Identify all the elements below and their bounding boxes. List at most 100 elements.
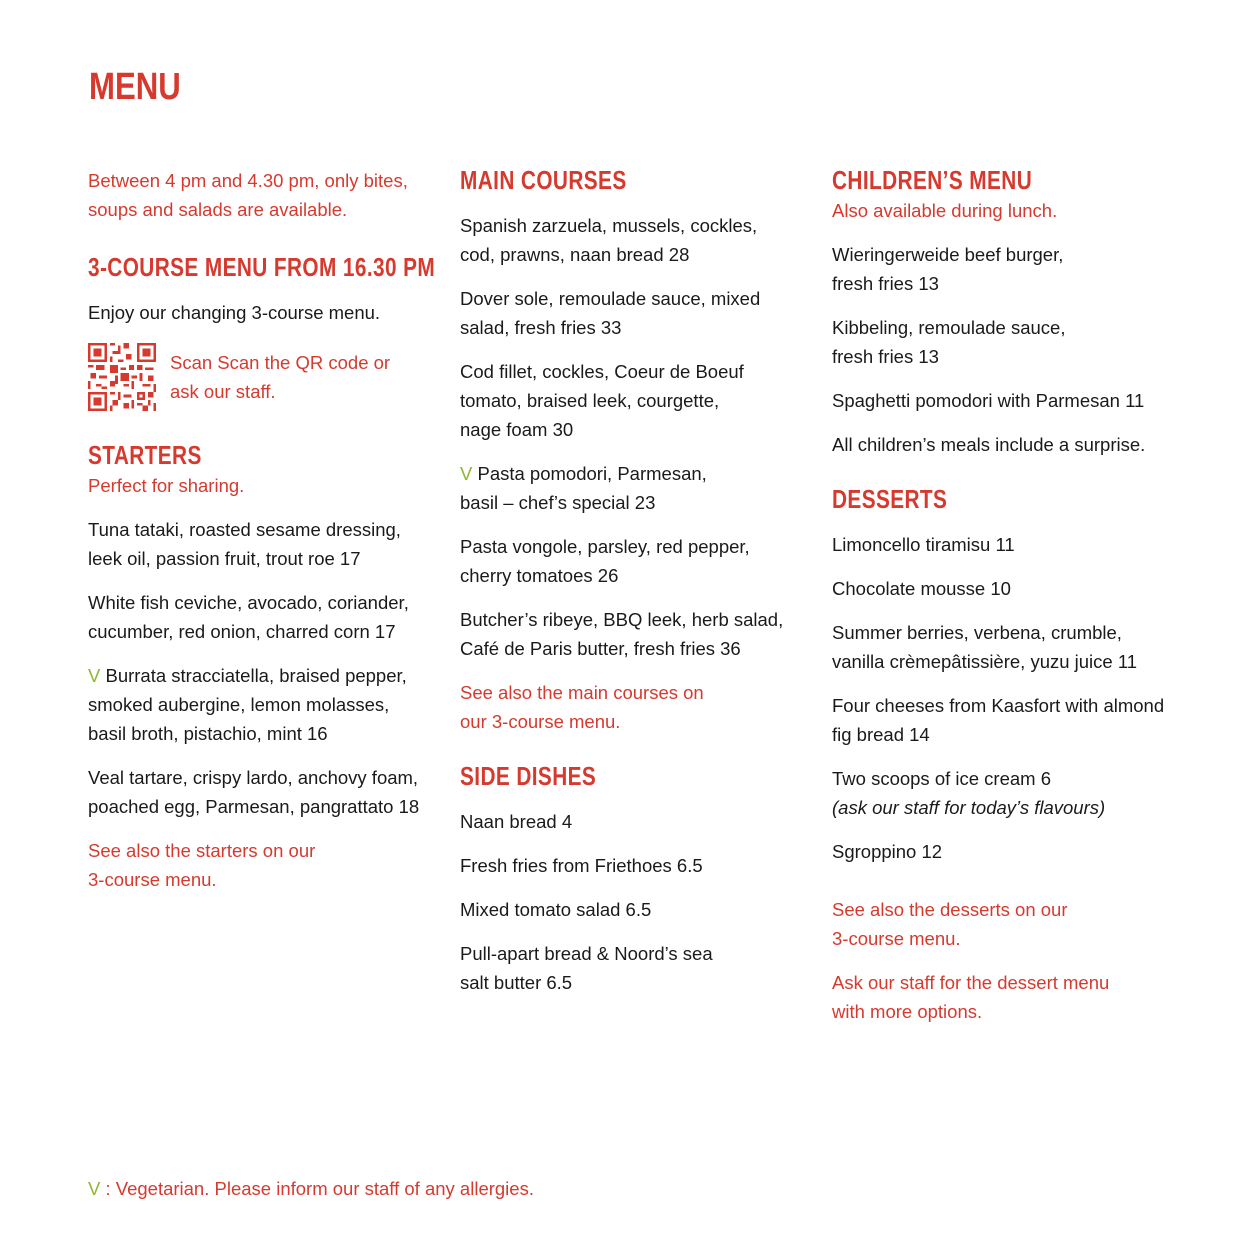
main-courses-note: See also the main courses on our 3-cours…	[460, 678, 810, 736]
side-dishes-heading: SIDE DISHES	[460, 761, 597, 791]
menu-item: Mixed tomato salad 6.5	[460, 895, 810, 924]
menu-item: Naan bread 4	[460, 807, 810, 836]
desserts-note: See also the desserts on our 3-course me…	[832, 895, 1192, 953]
menu-item-line: salt butter 6.5	[460, 972, 573, 993]
starters-subtitle: Perfect for sharing.	[88, 475, 245, 496]
menu-item: Spaghetti pomodori with Parmesan 11	[832, 386, 1192, 415]
menu-item: Tuna tataki, roasted sesame dressing, lee…	[88, 515, 438, 573]
vegetarian-mark: V	[460, 463, 473, 484]
menu-item-line: Veal tartare, crispy lardo, anchovy foam…	[88, 767, 419, 788]
vegetarian-mark: V	[88, 1178, 101, 1199]
menu-item-line: vanilla crèmepâtissière, yuzu juice 11	[832, 651, 1138, 672]
column-middle: MAIN COURSES Spanish zarzuela, mussels, …	[460, 166, 810, 1012]
menu-item: Sgroppino 12	[832, 837, 1192, 866]
menu-item: Pull-apart bread & Noord’s sea salt butte…	[460, 939, 810, 997]
menu-item-line: basil broth, pistachio, mint 16	[88, 723, 328, 744]
note-line: See also the desserts on our	[832, 899, 1068, 920]
menu-item: White fish ceviche, avocado, coriander, c…	[88, 588, 438, 646]
menu-item-line: Four cheeses from Kaasfort with almond	[832, 695, 1165, 716]
menu-item-line: tomato, braised leek, courgette,	[460, 390, 720, 411]
menu-item-line: salad, fresh fries 33	[460, 317, 622, 338]
menu-item-line: Kibbeling, remoulade sauce,	[832, 317, 1066, 338]
starters-list: Tuna tataki, roasted sesame dressing, lee…	[88, 515, 438, 821]
menu-item: Fresh fries from Friethoes 6.5	[460, 851, 810, 880]
menu-item-line: cherry tomatoes 26	[460, 565, 619, 586]
qr-instruction: Scan Scan the QR code or ask our staff.	[170, 348, 390, 406]
note-line: our 3-course menu.	[460, 711, 621, 732]
menu-item-line: Chocolate mousse 10	[832, 578, 1011, 599]
qr-code-icon[interactable]	[88, 343, 156, 411]
childrens-menu-list: Wieringerweide beef burger,fresh fries 1…	[832, 240, 1192, 459]
menu-item-line: Spanish zarzuela, mussels, cockles,	[460, 215, 758, 236]
menu-item: Chocolate mousse 10	[832, 574, 1192, 603]
menu-item-line: White fish ceviche, avocado, coriander,	[88, 592, 409, 613]
menu-item-line: Spaghetti pomodori with Parmesan 11	[832, 390, 1145, 411]
menu-item-line: fresh fries 13	[832, 273, 939, 294]
note-line: Ask our staff for the dessert menu	[832, 972, 1110, 993]
menu-item: Kibbeling, remoulade sauce, fresh fries 1…	[832, 313, 1192, 371]
menu-item-line: leek oil, passion fruit, trout roe 17	[88, 548, 361, 569]
three-course-heading: 3-COURSE MENU FROM 16.30 PM	[88, 252, 436, 282]
side-dishes-list: Naan bread 4 Fresh fries from Friethoes 6…	[460, 807, 810, 997]
note-line: 3-course menu.	[88, 869, 217, 890]
menu-item: Dover sole, remoulade sauce, mixed salad,…	[460, 284, 810, 342]
childrens-menu-heading: CHILDREN’S MENU	[832, 165, 1033, 195]
menu-item-line: Tuna tataki, roasted sesame dressing,	[88, 519, 401, 540]
intro-note: Between 4 pm and 4.30 pm, only bites, so…	[88, 166, 438, 224]
starters-note: See also the starters on our 3-course me…	[88, 836, 438, 894]
menu-item-line: cucumber, red onion, charred corn 17	[88, 621, 396, 642]
menu-item-line: fresh fries 13	[832, 346, 939, 367]
menu-item-line: basil – chef’s special 23	[460, 492, 656, 513]
menu-item-line: Summer berries, verbena, crumble,	[832, 622, 1122, 643]
menu-item: Limoncello tiramisu 11	[832, 530, 1192, 559]
menu-item: V Pasta pomodori, Parmesan, basil – chef’…	[460, 459, 810, 517]
menu-item: Wieringerweide beef burger,fresh fries 1…	[832, 240, 1192, 298]
note-line: 3-course menu.	[832, 928, 961, 949]
menu-item: All children’s meals include a surprise.	[832, 430, 1192, 459]
menu-item-line: cod, prawns, naan bread 28	[460, 244, 690, 265]
menu-item: Two scoops of ice cream 6(ask our staff …	[832, 764, 1192, 822]
menu-item: Butcher’s ribeye, BBQ leek, herb salad, C…	[460, 605, 810, 663]
menu-item-line: Butcher’s ribeye, BBQ leek, herb salad,	[460, 609, 784, 630]
footer-note: V : Vegetarian. Please inform our staff …	[88, 1174, 534, 1203]
desserts-heading: DESSERTS	[832, 484, 948, 514]
menu-item-line: Pull-apart bread & Noord’s sea	[460, 943, 713, 964]
menu-item-line: Limoncello tiramisu 11	[832, 534, 1015, 555]
column-right: CHILDREN’S MENU Also available during lu…	[832, 166, 1192, 1026]
three-course-text: Enjoy our changing 3-course menu.	[88, 302, 381, 323]
menu-item-line: Dover sole, remoulade sauce, mixed	[460, 288, 761, 309]
menu-item-line: Cod fillet, cockles, Coeur de Boeuf	[460, 361, 744, 382]
menu-item-line: Café de Paris butter, fresh fries 36	[460, 638, 741, 659]
qr-section: Scan Scan the QR code or ask our staff.	[88, 343, 438, 411]
menu-item: Cod fillet, cockles, Coeur de Boeuf tomat…	[460, 357, 810, 444]
menu-item-line: Naan bread 4	[460, 811, 573, 832]
menu-item: Summer berries, verbena, crumble, vanilla…	[832, 618, 1192, 676]
childrens-menu-subtitle: Also available during lunch.	[832, 200, 1058, 221]
vegetarian-mark: V	[88, 665, 101, 686]
menu-item: V Burrata stracciatella, braised pepper,…	[88, 661, 438, 748]
starters-heading: STARTERS	[88, 440, 202, 470]
menu-item: Spanish zarzuela, mussels, cockles, cod, …	[460, 211, 810, 269]
note-line: See also the starters on our	[88, 840, 316, 861]
menu-item-line: Mixed tomato salad 6.5	[460, 899, 652, 920]
menu-item-line: All children’s meals include a surprise.	[832, 434, 1146, 455]
footer-text: : Vegetarian. Please inform our staff of…	[100, 1178, 534, 1199]
menu-item-note: (ask our staff for today’s flavours)	[832, 797, 1106, 818]
main-courses-heading: MAIN COURSES	[460, 165, 627, 195]
note-line: See also the main courses on	[460, 682, 704, 703]
menu-item-line: smoked aubergine, lemon molasses,	[88, 694, 390, 715]
dessert-menu-note: Ask our staff for the dessert menu with …	[832, 968, 1192, 1026]
qr-text-line: ask our staff.	[170, 381, 276, 402]
menu-item-line: Fresh fries from Friethoes 6.5	[460, 855, 703, 876]
menu-item-line: Burrata stracciatella, braised pepper,	[105, 665, 407, 686]
menu-item: Pasta vongole, parsley, red pepper,cherr…	[460, 532, 810, 590]
intro-line: soups and salads are available.	[88, 199, 348, 220]
desserts-list: Limoncello tiramisu 11 Chocolate mousse 1…	[832, 530, 1192, 866]
page-title: MENU	[89, 66, 181, 108]
menu-item-line: Pasta pomodori, Parmesan,	[477, 463, 707, 484]
intro-line: Between 4 pm and 4.30 pm, only bites,	[88, 170, 408, 191]
column-left: Between 4 pm and 4.30 pm, only bites, so…	[88, 166, 438, 894]
qr-text-line: Scan Scan the QR code or	[170, 352, 391, 373]
main-courses-list: Spanish zarzuela, mussels, cockles, cod, …	[460, 211, 810, 663]
